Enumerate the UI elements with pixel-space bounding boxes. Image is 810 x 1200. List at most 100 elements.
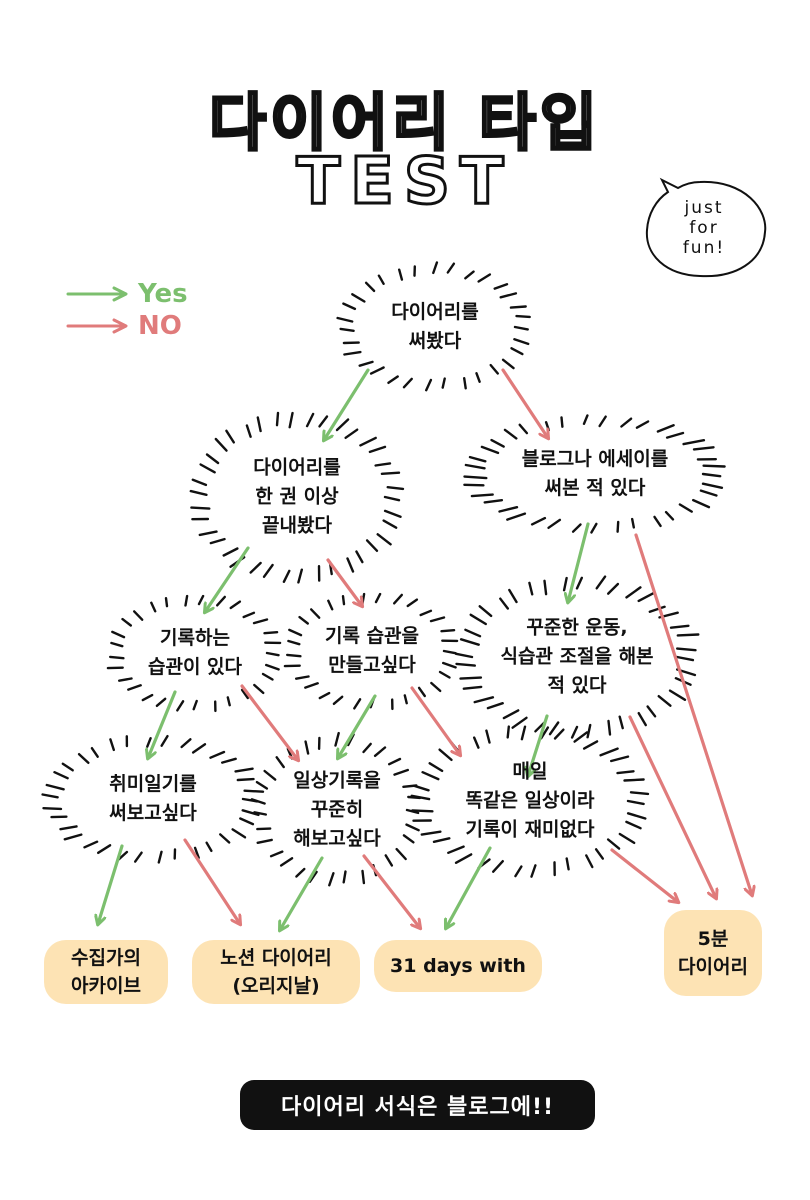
outline-tick [635, 420, 650, 429]
outline-tick [184, 594, 189, 607]
node-text-line: 한 권 이상 [255, 485, 339, 508]
outline-tick [191, 743, 207, 754]
outline-tick [382, 519, 398, 529]
outline-tick [359, 436, 377, 447]
outline-tick [150, 601, 157, 613]
outline-tick [699, 489, 718, 497]
outline-tick [222, 547, 239, 557]
outline-tick [412, 784, 430, 792]
node-text-line: 끝내봤다 [262, 514, 332, 537]
question-node-q8: 일상기록을 꾸준히 해보고싶다 [293, 767, 380, 854]
no-arrow-q8-to-r3 [362, 854, 420, 928]
outline-tick [305, 412, 315, 428]
outline-tick [90, 747, 99, 758]
outline-tick [607, 582, 620, 595]
outline-tick [607, 719, 612, 736]
outline-tick [478, 605, 493, 618]
result-box-r3: 31 days with [374, 940, 542, 992]
outline-tick [473, 736, 480, 749]
legend-no: NO [66, 310, 188, 342]
outline-tick [368, 445, 387, 454]
node-text-line: 해보고싶다 [293, 827, 381, 850]
outline-tick [275, 411, 280, 427]
outline-tick [463, 377, 467, 390]
yes-arrow-q3-to-q6 [568, 522, 590, 602]
outline-tick [553, 728, 565, 740]
outline-tick [442, 661, 457, 669]
outline-tick [582, 414, 589, 425]
outline-tick [342, 302, 357, 311]
outline-tick [503, 428, 518, 440]
legend-yes-label: Yes [138, 279, 188, 309]
outline-tick [398, 268, 404, 281]
yes-arrow-q8-to-r2 [280, 856, 324, 930]
outline-tick [407, 795, 422, 800]
outline-tick [127, 684, 142, 691]
outline-tick [450, 741, 461, 754]
outline-tick [509, 305, 527, 309]
outline-tick [108, 655, 125, 660]
outline-tick [442, 649, 457, 655]
outline-tick [430, 681, 442, 693]
outline-tick [215, 595, 227, 607]
outline-tick [631, 517, 635, 529]
outline-tick [454, 853, 473, 864]
outline-tick [328, 560, 333, 576]
outline-tick [198, 530, 218, 537]
no-arrow-q9-to-r4 [610, 848, 678, 902]
outline-tick [606, 838, 621, 850]
outline-tick [470, 493, 494, 498]
outline-tick [573, 731, 589, 743]
legend: Yes NO [66, 278, 188, 342]
outline-tick [327, 599, 334, 611]
yes-arrow-q9-to-r3 [446, 846, 492, 928]
yes-arrow-q7-to-r1 [98, 844, 124, 924]
outline-tick [682, 439, 706, 446]
outline-tick [419, 609, 433, 617]
outline-tick [402, 377, 413, 389]
no-arrow-q1-to-q3 [501, 368, 548, 438]
outline-tick [164, 597, 169, 608]
outline-tick [383, 495, 401, 502]
outline-tick [432, 837, 451, 843]
outline-tick [598, 415, 607, 428]
outline-tick [365, 539, 379, 552]
outline-tick [405, 823, 420, 832]
outline-tick [241, 797, 259, 803]
outline-tick [344, 428, 359, 439]
outline-tick [287, 639, 301, 646]
outline-tick [318, 691, 331, 700]
outline-tick [193, 846, 200, 859]
outline-tick [429, 616, 446, 623]
outline-tick [41, 793, 59, 799]
outline-tick [506, 512, 527, 521]
question-node-q1: 다이어리를 써봤다 [391, 298, 478, 356]
result-text-line: 31 days with [390, 955, 526, 977]
outline-tick [618, 832, 636, 845]
node-text-line: 취미일기를 [109, 773, 197, 795]
outline-tick [239, 817, 255, 826]
outline-tick [310, 608, 321, 619]
node-text-line: 블로그나 에세이를 [521, 448, 669, 470]
legend-yes: Yes [66, 278, 188, 310]
outline-tick [386, 486, 405, 491]
result-box-r2: 노션 다이어리 (오리지날) [192, 940, 360, 1004]
outline-tick [575, 576, 583, 590]
outline-tick [477, 273, 492, 283]
outline-tick [499, 597, 509, 610]
outline-tick [298, 615, 309, 625]
outline-tick [464, 463, 486, 470]
outline-tick [263, 769, 277, 781]
question-node-q7: 취미일기를 써보고싶다 [109, 770, 196, 828]
outline-tick [339, 327, 355, 332]
outline-tick [192, 699, 198, 711]
outline-tick [279, 857, 294, 867]
no-arrow-q3-to-r4 [634, 533, 752, 895]
outline-tick [388, 757, 402, 766]
outline-tick [155, 697, 167, 707]
node-text-line: 꾸준히 [310, 798, 364, 821]
outline-tick [674, 677, 692, 686]
outline-tick [428, 762, 444, 773]
outline-tick [646, 705, 657, 718]
outline-tick [620, 417, 633, 428]
